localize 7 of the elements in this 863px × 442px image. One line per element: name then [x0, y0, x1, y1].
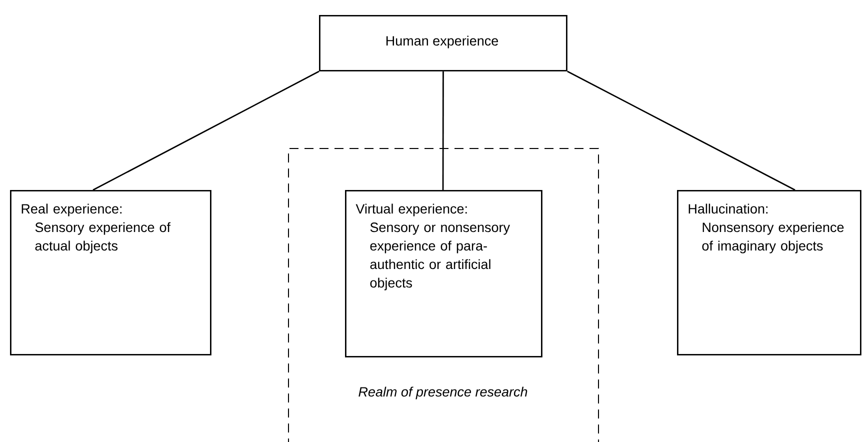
- text-box: Human experience: [319, 15, 568, 72]
- connector-line: [442, 71, 444, 190]
- text-box: Hallucination: Nonsensory experience of imaginary objects: [677, 190, 862, 356]
- connector-line: [567, 70, 796, 191]
- connector-line: [92, 70, 320, 191]
- text-box: Real experience: Sensory experience of actual objects: [10, 190, 212, 356]
- text-box: Virtual experience: Sensory or nonsensory experience of para-authentic or artificial objects: [345, 190, 542, 358]
